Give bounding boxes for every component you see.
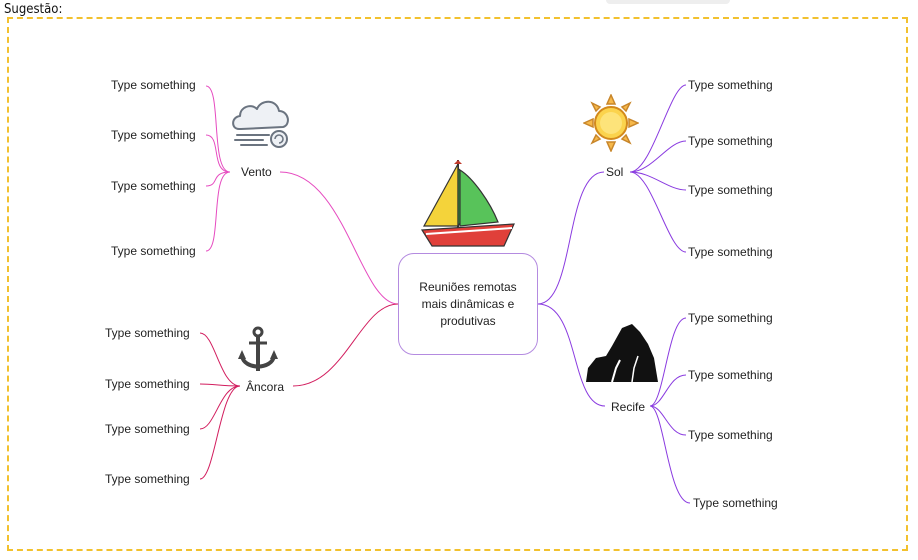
recife-item[interactable]: Type something [693,496,778,510]
sol-item[interactable]: Type something [688,78,773,92]
sol-item[interactable]: Type something [688,245,773,259]
dashed-frame [7,17,908,551]
branch-ancora[interactable]: Âncora [246,380,285,394]
ancora-item[interactable]: Type something [105,326,190,340]
branch-sol[interactable]: Sol [606,165,624,179]
recife-item[interactable]: Type something [688,368,773,382]
branch-vento[interactable]: Vento [241,165,272,179]
recife-item[interactable]: Type something [688,428,773,442]
reef-rock-icon [586,324,658,382]
vento-item[interactable]: Type something [111,128,196,142]
suggestion-label: Sugestão: [4,2,63,17]
sailboat-icon [420,160,515,247]
sun-icon [583,94,639,152]
vento-item[interactable]: Type something [111,78,196,92]
central-topic[interactable]: Reuniões remotas mais dinâmicas e produt… [398,253,538,355]
sol-item[interactable]: Type something [688,183,773,197]
recife-item[interactable]: Type something [688,311,773,325]
top-tab [606,0,730,4]
ancora-item[interactable]: Type something [105,472,190,486]
vento-item[interactable]: Type something [111,244,196,258]
wind-cloud-icon [232,100,289,148]
branch-recife[interactable]: Recife [611,400,646,414]
vento-item[interactable]: Type something [111,179,196,193]
ancora-item[interactable]: Type something [105,377,190,391]
anchor-icon [238,326,278,371]
ancora-item[interactable]: Type something [105,422,190,436]
sol-item[interactable]: Type something [688,134,773,148]
